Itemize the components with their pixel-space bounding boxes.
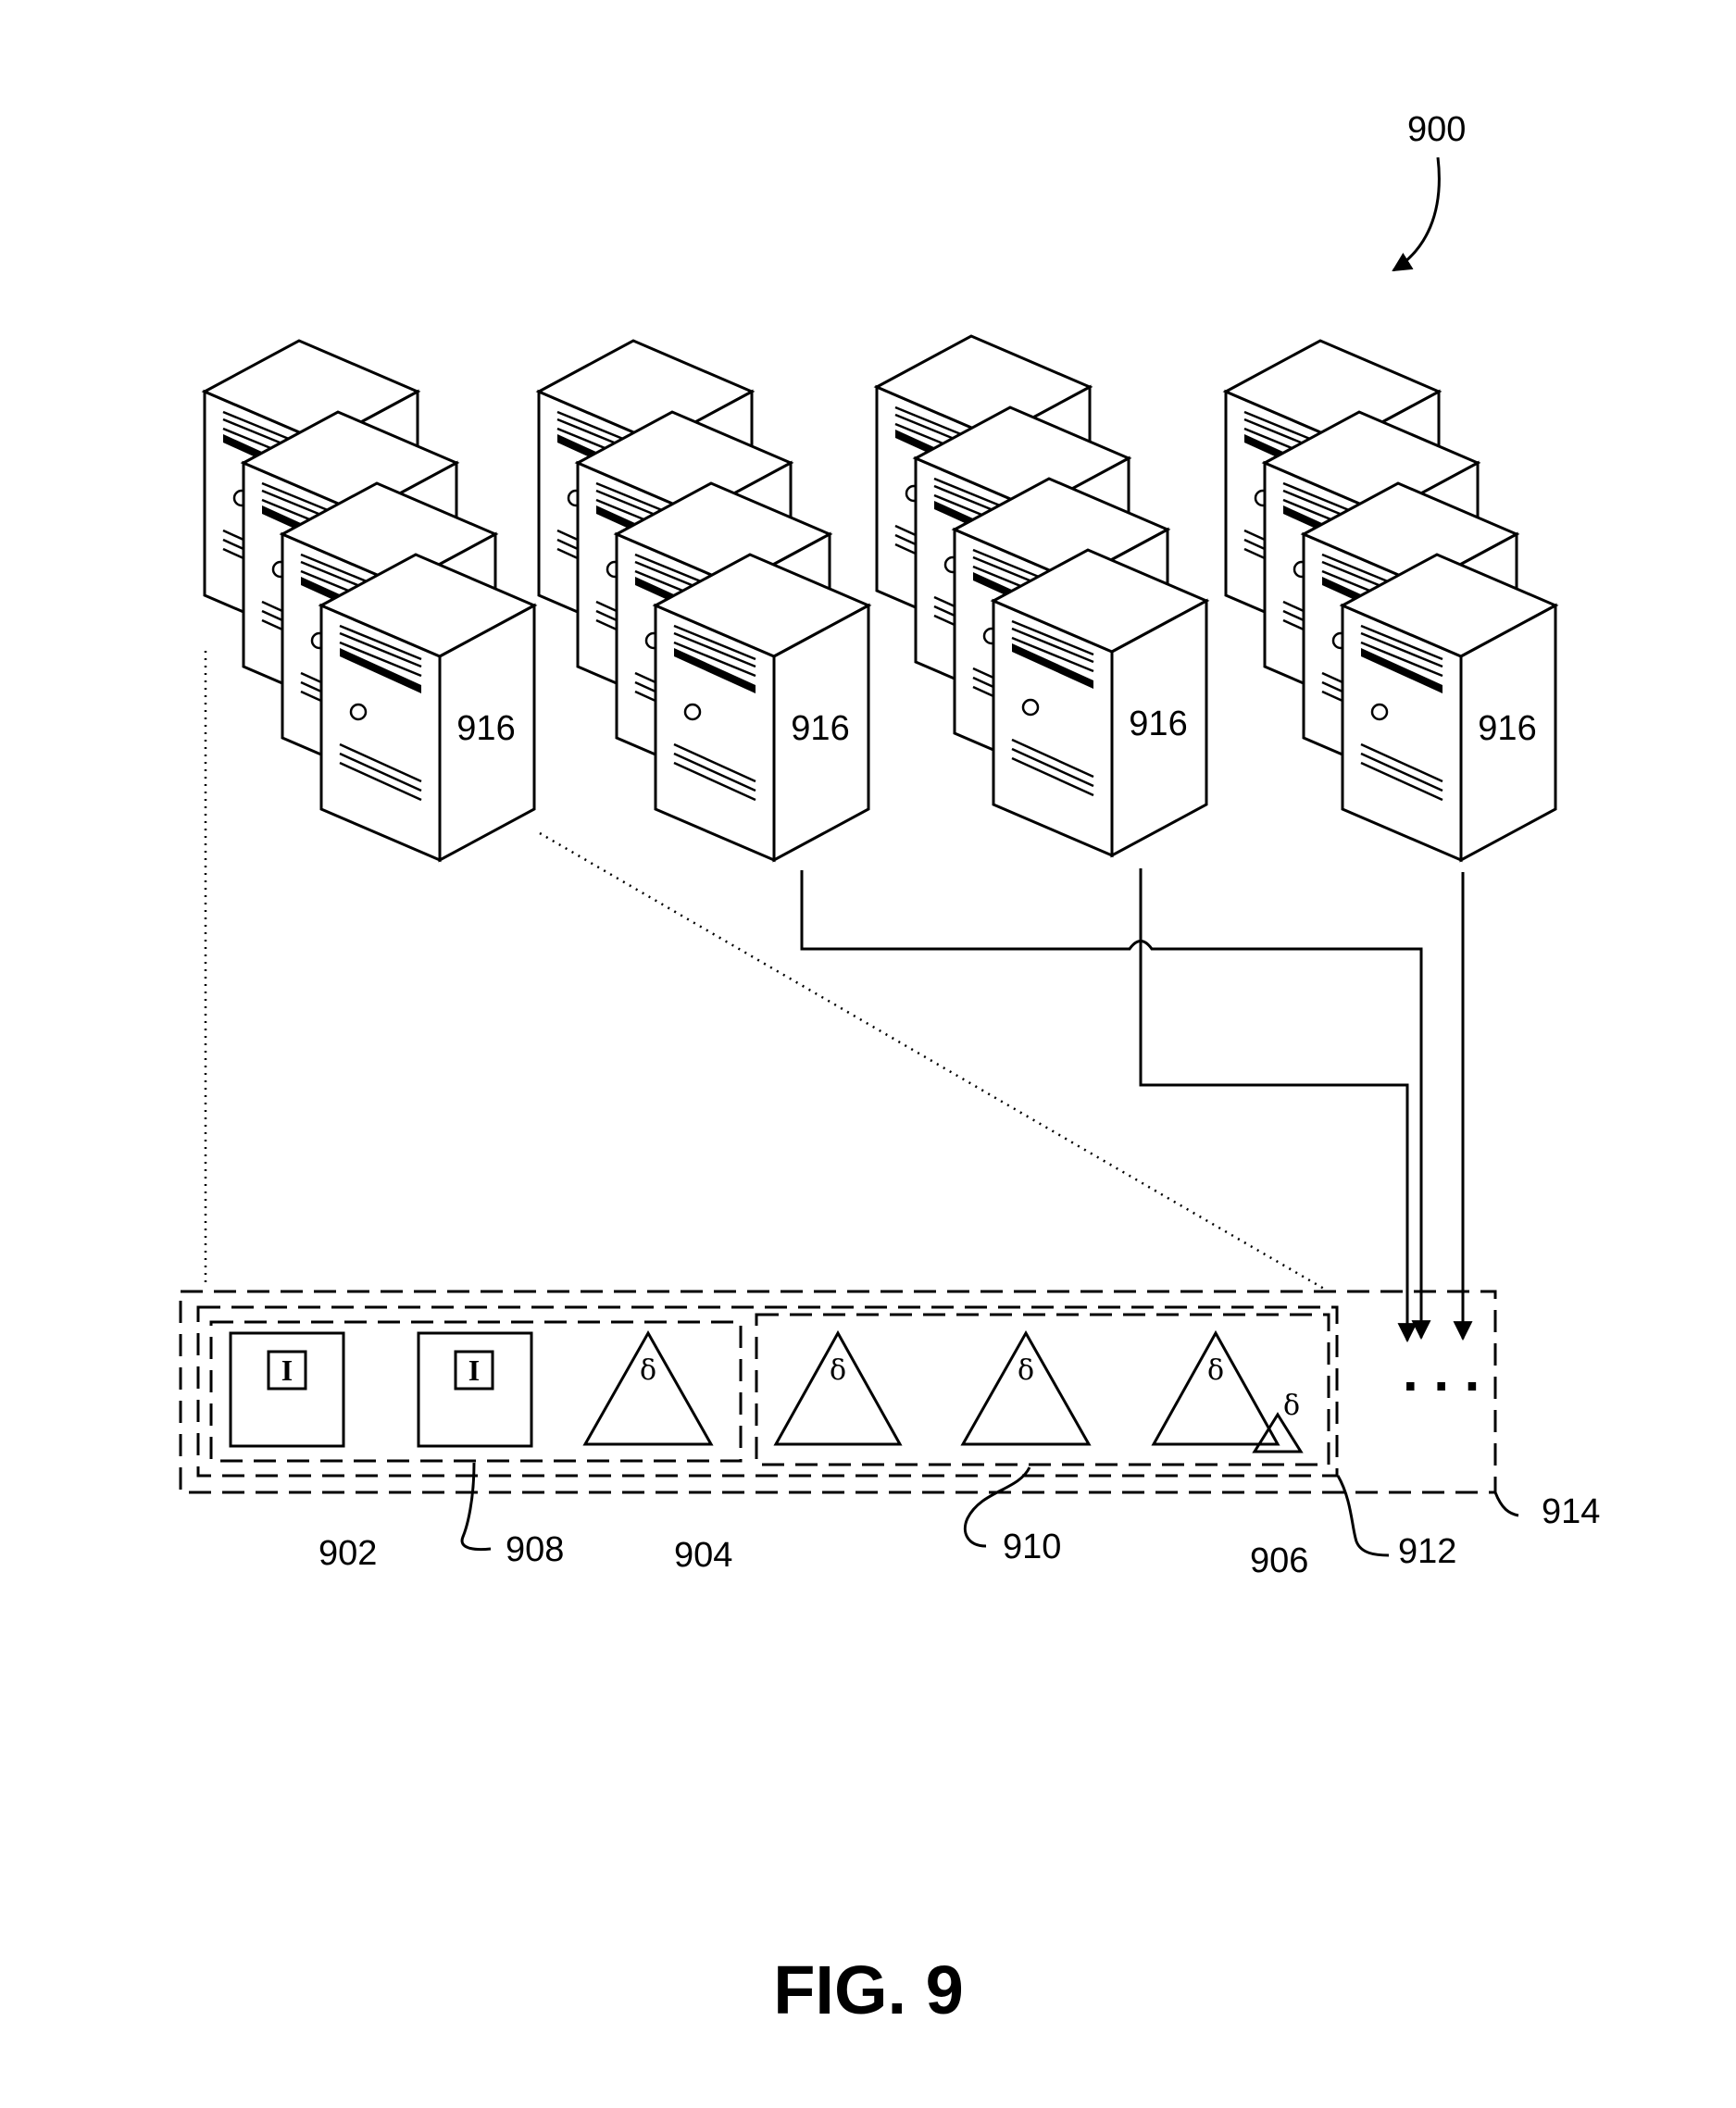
server-cluster-3: 916 [877, 336, 1206, 855]
group-box-912 [198, 1307, 1337, 1476]
ref-906-label: 906 [1250, 1541, 1308, 1580]
server-clusters: 916 916 916 916 [205, 336, 1555, 860]
server-3-4-label: 916 [1129, 705, 1187, 743]
sub-delta-frame-glyph: δ [1283, 1390, 1300, 1422]
server-cluster-1: 916 [205, 341, 534, 860]
connection-line-a [802, 870, 1421, 1338]
key-frame-1-glyph: I [281, 1353, 293, 1387]
ref-908-label: 908 [506, 1530, 564, 1569]
delta-frame-4: δ [1154, 1333, 1278, 1444]
server-1-4-label: 916 [456, 709, 515, 748]
group-box-910 [756, 1315, 1329, 1465]
ref-912-label: 912 [1398, 1532, 1456, 1571]
ref-914-label: 914 [1542, 1492, 1600, 1531]
server-cluster-4: 916 [1226, 341, 1555, 860]
delta-frame-3: δ [963, 1333, 1089, 1444]
server-2-4: 916 [656, 555, 868, 860]
delta-frame-1-glyph: δ [640, 1354, 656, 1387]
ref-904-label: 904 [674, 1536, 732, 1575]
server-2-4-label: 916 [791, 709, 849, 748]
server-cluster-2: 916 [539, 341, 868, 860]
connection-line-b [1141, 868, 1407, 1341]
ref-900-arrow [1393, 157, 1439, 270]
ellipsis: . . . [1403, 1341, 1480, 1403]
key-frame-1: I [231, 1333, 343, 1446]
delta-frame-2: δ [776, 1333, 900, 1444]
ref-902-label: 902 [318, 1534, 377, 1573]
key-frame-2-glyph: I [468, 1353, 480, 1387]
group-box-908 [211, 1322, 741, 1461]
server-4-4-label: 916 [1478, 709, 1536, 748]
leader-914 [1495, 1492, 1518, 1516]
ref-910-label: 910 [1003, 1528, 1061, 1566]
delta-frame-2-glyph: δ [830, 1354, 846, 1387]
delta-frame-3-glyph: δ [1018, 1354, 1034, 1387]
key-frame-2: I [418, 1333, 531, 1446]
delta-frame-4-glyph: δ [1207, 1354, 1224, 1387]
server-4-4: 916 [1343, 555, 1555, 860]
delta-frame-1: δ [585, 1333, 711, 1444]
server-3-4: 916 [993, 550, 1206, 855]
projection-line-right [540, 833, 1324, 1289]
figure-title: FIG. 9 [773, 1952, 964, 2028]
ref-900-label: 900 [1407, 110, 1466, 149]
leader-912 [1338, 1476, 1389, 1555]
server-1-4: 916 [321, 555, 534, 860]
